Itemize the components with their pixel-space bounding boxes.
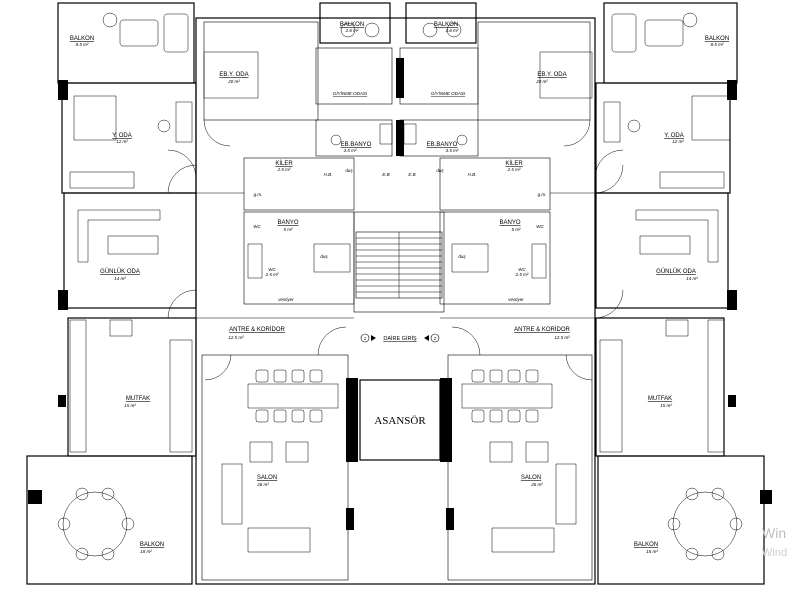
right-balkon-small: BALKON — [434, 22, 458, 28]
right-antre-area: 12.5 m² — [554, 335, 570, 340]
left-kiler: KİLER — [275, 160, 293, 167]
right-balkon-small-area: 2.6 m² — [445, 28, 459, 33]
left-mutfak-area: 15 m² — [124, 403, 136, 408]
right-gunluk-oda: GÜNLÜK ODA — [656, 268, 696, 275]
interior-walls — [196, 21, 596, 581]
right-giyinme: GİYİNME ODASI — [431, 90, 466, 96]
left-antre: ANTRE & KORİDOR — [229, 326, 285, 333]
left-wc: WC — [253, 224, 261, 229]
stairs — [355, 231, 443, 299]
right-antre: ANTRE & KORİDOR — [514, 326, 570, 333]
right-balkon-top: BALKON — [705, 36, 729, 42]
doors — [167, 119, 624, 381]
right-banyo: BANYO — [499, 220, 520, 226]
left-giyinme: GİYİNME ODASI — [333, 90, 368, 96]
right-salon-area: 26 m² — [530, 482, 543, 487]
left-y-oda-area: 12 m² — [116, 139, 128, 144]
right-wc2: WC — [518, 267, 526, 272]
entrance-mark-2: 2 — [433, 336, 437, 341]
right-unit-labels: BALKON 8.5 m² BALKON 2.6 m² EB.Y. ODA 20… — [408, 22, 729, 554]
left-mutfak: MUTFAK — [126, 396, 150, 402]
columns — [28, 58, 772, 530]
outer-walls — [26, 2, 765, 585]
left-gunluk-oda-area: 14 m² — [114, 276, 126, 281]
left-antre-area: 12.5 m² — [228, 335, 244, 340]
right-eb-banyo-area: 3.5 m² — [446, 148, 459, 153]
watermark-line-1: Win — [762, 525, 786, 541]
left-unit-labels: BALKON 8.5 m² BALKON 2.6 m² EB.Y. ODA 20… — [70, 22, 390, 554]
left-banyo: BANYO — [277, 220, 298, 226]
elevator-label: ASANSÖR — [374, 415, 426, 427]
entrance-label: DAİRE GİRİŞ — [383, 335, 417, 342]
left-dus2: duş — [320, 254, 328, 259]
right-banyo-area: 5 m² — [512, 227, 522, 232]
left-dus: duş — [345, 168, 353, 173]
right-salon: SALON — [521, 475, 541, 481]
right-mutfak: MUTFAK — [648, 396, 672, 402]
entrance-mark-1: 1 — [364, 336, 367, 341]
right-y-oda: Y. ODA — [664, 133, 684, 139]
right-balkon-top-area: 8.5 m² — [711, 42, 724, 47]
right-hb: H.B. — [468, 172, 477, 177]
left-banyo-area: 5 m² — [284, 227, 294, 232]
left-kiler-area: 2.5 m² — [277, 167, 291, 172]
left-y-oda: Y. ODA — [112, 133, 132, 139]
left-eb-y-oda: EB.Y. ODA — [219, 72, 248, 78]
left-gunluk-oda: GÜNLÜK ODA — [100, 268, 140, 275]
left-gm: g.m. — [254, 192, 263, 197]
right-eb-banyo: EB.BANYO — [427, 142, 458, 148]
right-eb-y-oda-area: 20 m² — [535, 79, 548, 84]
elevator: ASANSÖR — [359, 379, 441, 461]
left-eb-y-oda-area: 20 m² — [227, 79, 240, 84]
left-balkon-bottom-area: 18 m² — [140, 549, 152, 554]
left-wc2: WC — [268, 267, 276, 272]
left-wc2-area: 2.5 m² — [265, 272, 279, 277]
watermark-line-2: Wind — [762, 547, 787, 559]
right-mutfak-area: 15 m² — [660, 403, 672, 408]
left-balkon-small-area: 2.6 m² — [345, 28, 359, 33]
right-balkon-bottom-area: 18 m² — [646, 549, 658, 554]
right-kiler: KİLER — [505, 160, 523, 167]
right-dus: duş — [436, 168, 444, 173]
left-salon-area: 26 m² — [256, 482, 269, 487]
left-balkon-small: BALKON — [340, 22, 364, 28]
right-gunluk-oda-area: 14 m² — [686, 276, 698, 281]
left-balkon-top: BALKON — [70, 36, 94, 42]
right-kiler-area: 2.5 m² — [507, 167, 521, 172]
furniture — [57, 12, 743, 561]
right-dus2: duş — [458, 254, 466, 259]
left-balkon-bottom: BALKON — [140, 542, 164, 548]
right-eb-y-oda: EB.Y. ODA — [537, 72, 566, 78]
right-wc: WC — [536, 224, 544, 229]
left-eb-banyo: EB.BANYO — [341, 142, 372, 148]
left-salon: SALON — [257, 475, 277, 481]
left-balkon-top-area: 8.5 m² — [76, 42, 89, 47]
left-eb-banyo-area: 3.5 m² — [344, 148, 357, 153]
left-hb: H.B. — [324, 172, 333, 177]
right-gm: g.m. — [538, 192, 547, 197]
entrance: 1 2 DAİRE GİRİŞ — [360, 333, 440, 343]
left-eb-box: E.B — [382, 172, 389, 177]
right-wc2-area: 2.5 m² — [515, 272, 529, 277]
right-balkon-bottom: BALKON — [634, 542, 658, 548]
right-y-oda-area: 12 m² — [672, 139, 684, 144]
right-vestiyer: vestiyer — [508, 297, 524, 302]
left-vestiyer: vestiyer — [278, 297, 294, 302]
right-eb-box: E.B — [408, 172, 415, 177]
